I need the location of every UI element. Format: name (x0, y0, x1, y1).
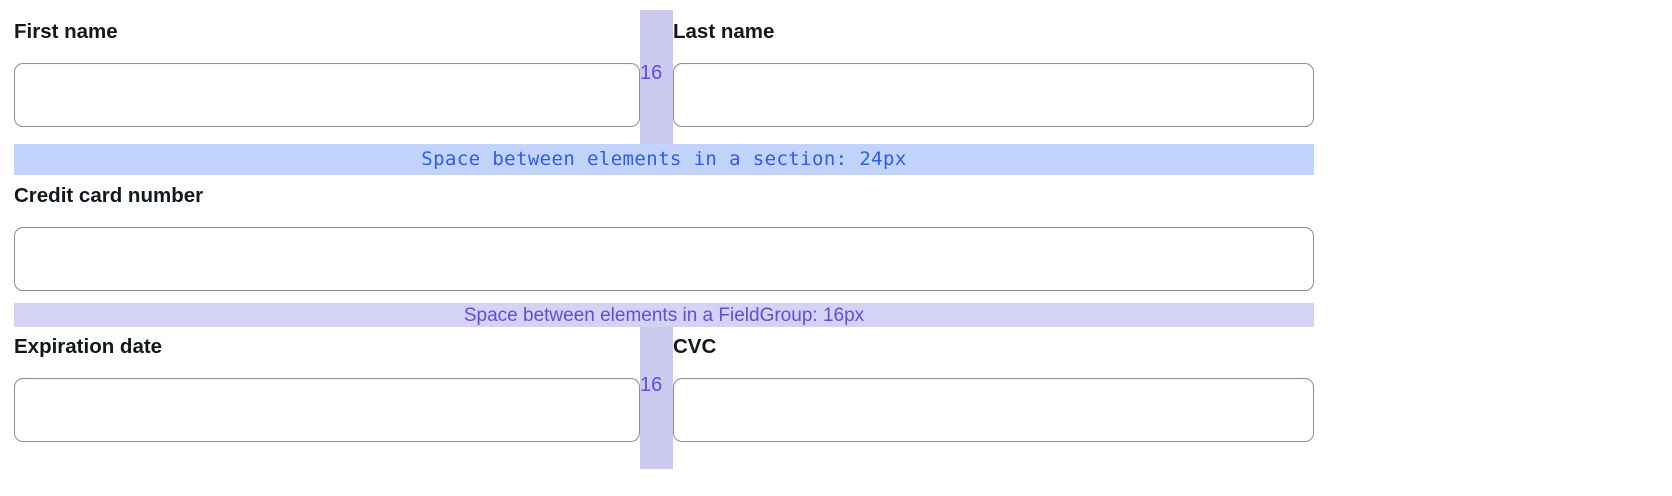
last-name-input[interactable] (673, 62, 1314, 127)
field-cvc: CVC (673, 335, 1314, 442)
field-label-last-name: Last name (673, 20, 775, 43)
expiration-date-input[interactable] (14, 377, 640, 442)
column-gap-annotation-top: 16 (640, 10, 673, 144)
cvc-input[interactable] (673, 377, 1314, 442)
field-last-name: Last name (673, 20, 1314, 127)
first-name-input[interactable] (14, 62, 640, 127)
column-gap-label-bottom: 16 (640, 374, 663, 396)
field-label-expiration-date: Expiration date (14, 335, 163, 358)
field-label-cvc: CVC (673, 335, 717, 358)
field-label-credit-card-number: Credit card number (14, 184, 204, 207)
field-credit-card-number: Credit card number (14, 184, 1314, 291)
fieldgroup-spacing-label: Space between elements in a FieldGroup: … (463, 304, 865, 326)
column-gap-annotation-bottom: 16 (640, 327, 673, 469)
credit-card-number-input[interactable] (14, 226, 1314, 291)
column-gap-label-top: 16 (640, 62, 663, 84)
field-expiration-date: Expiration date (14, 335, 640, 442)
field-first-name: First name (14, 20, 640, 127)
section-spacing-label: Space between elements in a section: 24p… (421, 148, 907, 170)
fieldgroup-spacing-band: Space between elements in a FieldGroup: … (14, 303, 1314, 327)
section-spacing-band: Space between elements in a section: 24p… (14, 144, 1314, 175)
field-label-first-name: First name (14, 20, 118, 43)
